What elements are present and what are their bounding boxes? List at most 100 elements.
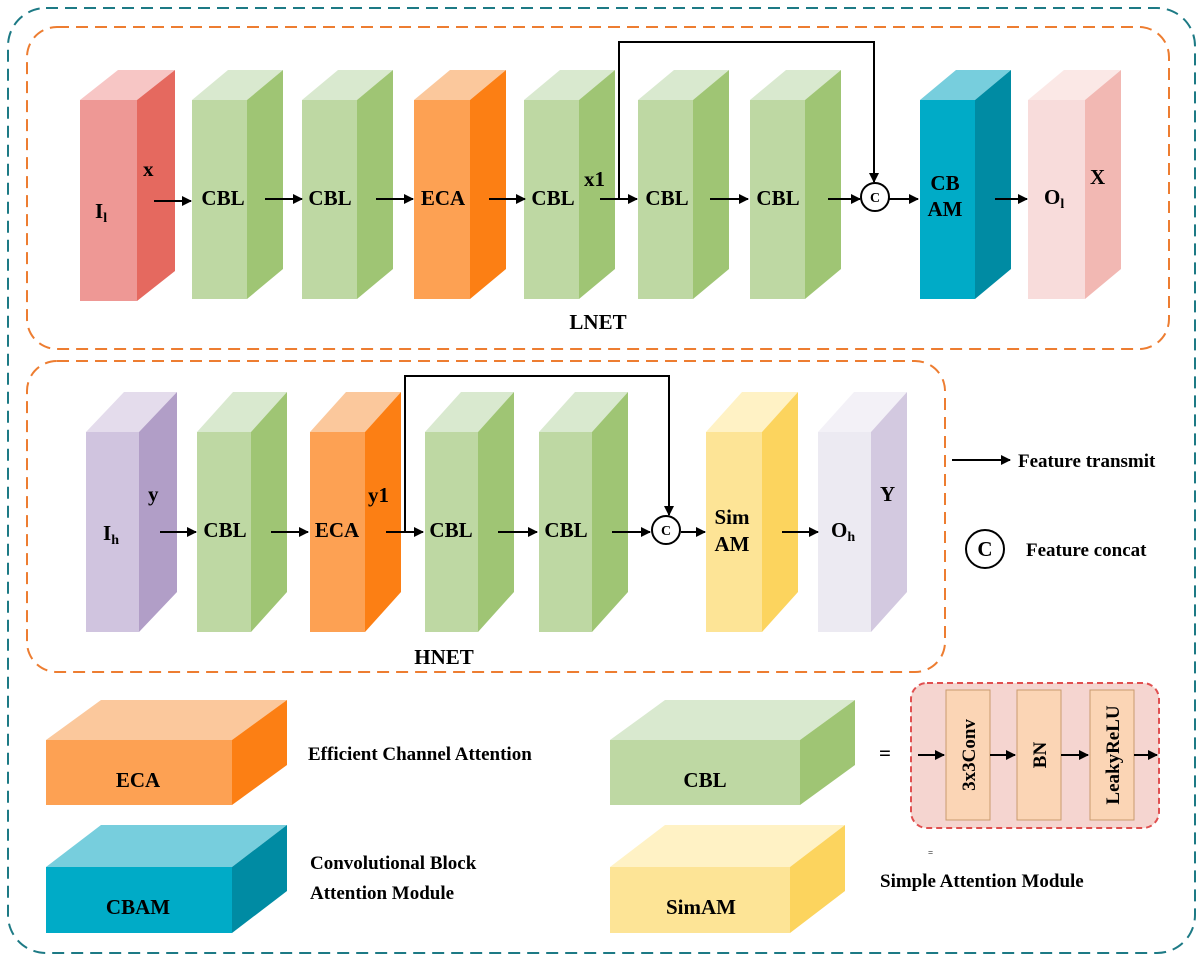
block-front-face <box>610 867 790 933</box>
block-side-face <box>579 70 615 299</box>
hnet-frame <box>26 360 946 673</box>
block-front-face <box>414 100 470 299</box>
lnet-block-label-2: CBL <box>308 186 351 210</box>
block-top-face <box>524 70 615 100</box>
hnet-block-label-3: CBL <box>429 518 472 542</box>
hnet-block-label-2: ECA <box>315 518 360 542</box>
block-side-face <box>470 70 506 299</box>
block-top-face <box>539 392 628 432</box>
lnet-output-label: Ol <box>1044 185 1064 212</box>
cbl-part-bn-label: BN <box>1030 742 1051 769</box>
hnet-output-label: Oh <box>831 518 855 545</box>
hnet-skip-label: y1 <box>368 483 389 507</box>
lnet-concat-symbol: C <box>870 191 880 206</box>
legend-cbam-desc-1: Convolutional Block <box>310 853 477 874</box>
legend-stray-mark: = <box>928 848 933 858</box>
block-front-face <box>310 432 365 632</box>
legend-eca-desc: Efficient Channel Attention <box>308 744 532 765</box>
block-side-face <box>232 825 287 933</box>
block-top-face <box>197 392 287 432</box>
lnet-section: Il x CBL CBL ECA CBL x1 CBL CBL C CB AM … <box>80 41 1121 334</box>
block-front-face <box>539 432 592 632</box>
block-top-face <box>920 70 1011 100</box>
lnet-cbam-block <box>920 70 1011 299</box>
legend-cbam-desc-2: Attention Module <box>310 883 454 904</box>
lnet-input-block <box>80 70 175 301</box>
hnet-input-block <box>86 392 177 632</box>
block-front-face <box>46 867 232 933</box>
block-top-face <box>610 825 845 867</box>
lnet-concat-circle <box>860 182 890 212</box>
hnet-cbl-block-2 <box>425 392 514 632</box>
lnet-attention-label-2: AM <box>928 197 963 221</box>
block-top-face <box>192 70 283 100</box>
lnet-block-label-6: CBL <box>756 186 799 210</box>
feature-concat-symbol: C <box>977 537 992 561</box>
hnet-section: Ih y CBL ECA y1 CBL CBL C Sim AM Oh Y HN… <box>86 375 907 669</box>
block-side-face <box>693 70 729 299</box>
block-front-face <box>86 432 139 632</box>
cbl-part-conv-block <box>945 689 991 821</box>
hnet-concat-circle <box>651 515 681 545</box>
block-top-face <box>46 825 287 867</box>
block-top-face <box>750 70 841 100</box>
lnet-cbl-block-3 <box>524 70 615 299</box>
lnet-output-block <box>1028 70 1121 299</box>
legend-cbl-block <box>610 700 855 805</box>
block-front-face <box>197 432 251 632</box>
lnet-block-label-3: ECA <box>421 186 466 210</box>
block-side-face <box>1085 70 1121 299</box>
block-front-face <box>1028 100 1085 299</box>
block-front-face <box>706 432 762 632</box>
feature-concat-circle <box>965 529 1005 569</box>
hnet-input-var: y <box>148 482 159 506</box>
block-side-face <box>975 70 1011 299</box>
lnet-skip-label: x1 <box>584 167 605 191</box>
block-top-face <box>310 392 401 432</box>
lnet-attention-label-1: CB <box>930 171 959 195</box>
block-top-face <box>46 700 287 740</box>
block-front-face <box>638 100 693 299</box>
cbl-part-conv-label: 3x3Conv <box>959 719 980 791</box>
hnet-attention-label-2: AM <box>715 532 750 556</box>
block-side-face <box>790 825 845 933</box>
block-top-face <box>1028 70 1121 100</box>
hnet-eca-block <box>310 392 401 632</box>
hnet-cbl-block-1 <box>197 392 287 632</box>
hnet-block-label-1: CBL <box>203 518 246 542</box>
lnet-block-label-1: CBL <box>201 186 244 210</box>
block-side-face <box>139 392 177 632</box>
block-top-face <box>706 392 798 432</box>
legend-cbam-block <box>46 825 287 933</box>
lnet-block-label-4: CBL <box>531 186 574 210</box>
side-legend: Feature transmit C Feature concat <box>952 451 1156 569</box>
block-front-face <box>610 740 800 805</box>
lnet-input-label: Il <box>95 199 107 226</box>
lnet-cbl-block-2 <box>302 70 393 299</box>
block-side-face <box>478 392 514 632</box>
block-front-face <box>920 100 975 299</box>
hnet-input-label: Ih <box>103 521 119 548</box>
hnet-concat-symbol: C <box>661 524 671 539</box>
block-front-face <box>192 100 247 299</box>
block-side-face <box>805 70 841 299</box>
cbl-part-leakyrelu-label: LeakyReLU <box>1103 705 1124 805</box>
block-side-face <box>232 700 287 805</box>
legend-simam-desc: Simple Attention Module <box>880 871 1084 892</box>
block-top-face <box>818 392 907 432</box>
hnet-simam-block <box>706 392 798 632</box>
block-side-face <box>357 70 393 299</box>
feature-concat-label: Feature concat <box>1026 540 1147 561</box>
hnet-block-label-4: CBL <box>544 518 587 542</box>
block-top-face <box>86 392 177 432</box>
lnet-skip-connection <box>618 41 879 199</box>
lnet-block-label-5: CBL <box>645 186 688 210</box>
hnet-output-block <box>818 392 907 632</box>
lnet-eca-block <box>414 70 506 299</box>
lnet-label: LNET <box>569 310 626 334</box>
block-side-face <box>251 392 287 632</box>
legend-simam-label: SimAM <box>666 895 736 919</box>
lnet-cbl-block-5 <box>750 70 841 299</box>
lnet-input-var: x <box>143 157 154 181</box>
